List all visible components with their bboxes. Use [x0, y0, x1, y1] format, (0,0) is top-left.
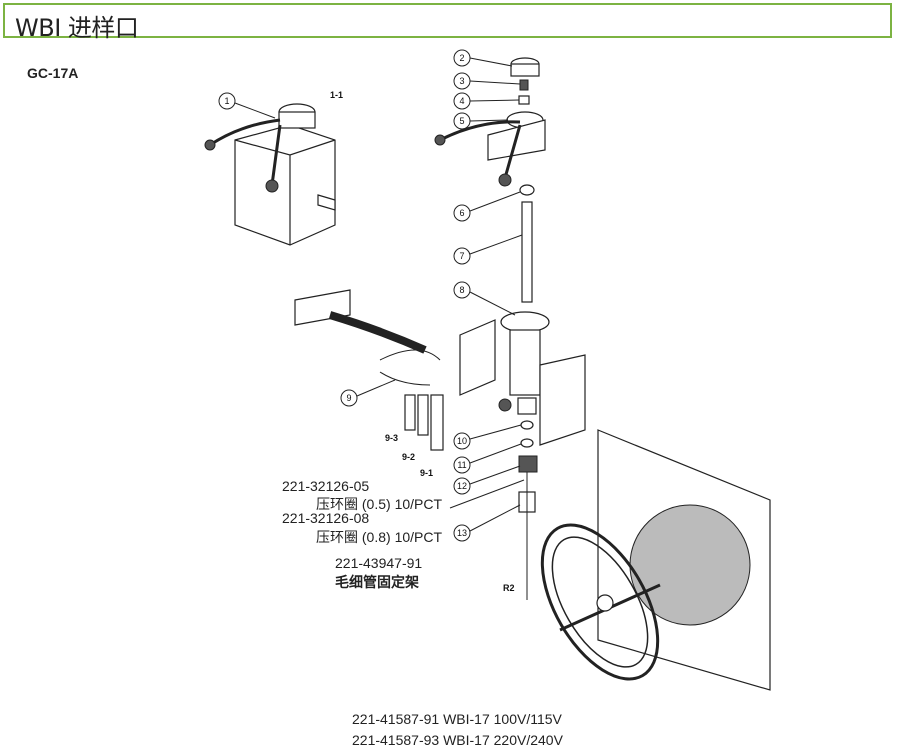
svg-text:3: 3: [459, 76, 464, 86]
footer-line-1: 221-41587-91 WBI-17 100V/115V: [352, 711, 562, 727]
callout-9: 9: [340, 379, 396, 407]
svg-text:11: 11: [457, 460, 466, 470]
injector-assembly-drawing: [204, 103, 336, 246]
svg-text:2: 2: [459, 53, 464, 63]
callout-8: 8: [453, 281, 516, 316]
callout-7: 7: [453, 234, 523, 265]
part-desc-3: 毛细管固定架: [335, 574, 419, 590]
callout-10: 10: [453, 424, 522, 450]
oven-fan-drawing: [540, 429, 771, 691]
callout-13: 13: [453, 504, 521, 542]
callout-11: 11: [453, 443, 522, 474]
callout-12: 12: [453, 465, 521, 495]
label-1-1: 1-1: [330, 90, 343, 100]
title-box: WBI 进样口: [3, 3, 892, 42]
svg-text:9: 9: [346, 393, 351, 403]
septum-nut-stack-drawing: [434, 57, 546, 303]
callout-1: 1: [218, 92, 276, 119]
part-number-1: 221-32126-05: [282, 478, 370, 494]
heater-cable-drawing: [294, 289, 444, 451]
injector-body-drawing: [459, 311, 586, 600]
svg-text:10: 10: [457, 436, 467, 446]
label-9-2: 9-2: [402, 452, 415, 462]
label-9-1: 9-1: [420, 468, 433, 478]
leader-line-ferrule: [449, 479, 525, 509]
svg-text:7: 7: [459, 251, 464, 261]
part-desc-1: 压环圈 (0.5) 10/PCT: [316, 496, 443, 512]
label-9-3: 9-3: [385, 433, 398, 443]
part-number-2: 221-32126-08: [282, 510, 370, 526]
svg-text:1: 1: [224, 96, 229, 106]
model-label: GC-17A: [27, 65, 79, 81]
callout-5: 5: [453, 112, 509, 130]
part-number-3: 221-43947-91: [335, 555, 423, 571]
page-title: WBI 进样口: [15, 14, 139, 42]
svg-text:4: 4: [459, 96, 464, 106]
svg-text:8: 8: [459, 285, 464, 295]
callout-4: 4: [453, 92, 520, 110]
callout-3: 3: [453, 72, 521, 90]
callout-6: 6: [453, 191, 521, 222]
svg-text:6: 6: [459, 208, 464, 218]
footer-line-2: 221-41587-93 WBI-17 220V/240V: [352, 732, 563, 748]
svg-text:12: 12: [457, 481, 467, 491]
callout-2: 2: [453, 49, 513, 67]
svg-text:5: 5: [459, 116, 464, 126]
part-desc-2: 压环圈 (0.8) 10/PCT: [316, 529, 443, 545]
svg-text:13: 13: [457, 528, 467, 538]
label-r2: R2: [503, 583, 515, 593]
